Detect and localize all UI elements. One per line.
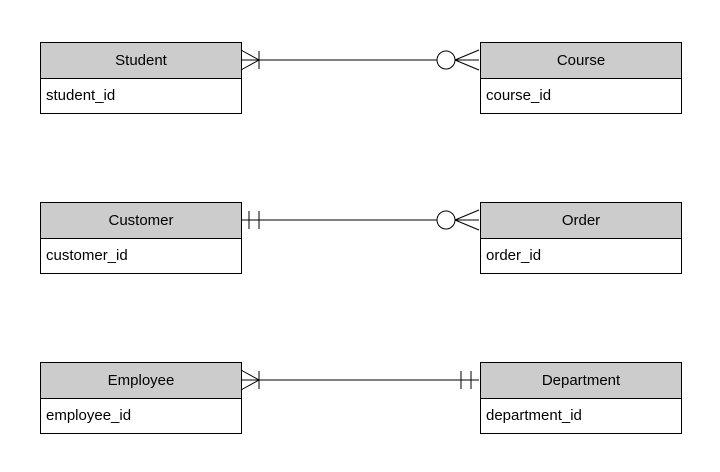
entity-department-attribute: department_id (481, 399, 681, 433)
one-and-only-one-marker (248, 211, 260, 229)
entity-order: Order order_id (480, 202, 682, 274)
entity-customer: Customer customer_id (40, 202, 242, 274)
entity-student-name: Student (41, 43, 241, 79)
relationship-student-course (240, 49, 480, 71)
entity-customer-name: Customer (41, 203, 241, 239)
entity-course-name: Course (481, 43, 681, 79)
crows-foot-zero-or-many-marker (436, 49, 480, 71)
entity-course: Course course_id (480, 42, 682, 114)
entity-employee-attribute: employee_id (41, 399, 241, 433)
entity-student: Student student_id (40, 42, 242, 114)
entity-student-attribute: student_id (41, 79, 241, 113)
one-and-only-one-marker (460, 371, 472, 389)
entity-employee-name: Employee (41, 363, 241, 399)
crows-foot-zero-or-many-marker (436, 209, 480, 231)
entity-employee: Employee employee_id (40, 362, 242, 434)
entity-customer-attribute: customer_id (41, 239, 241, 273)
entity-course-attribute: course_id (481, 79, 681, 113)
entity-department-name: Department (481, 363, 681, 399)
crows-foot-one-or-many-marker (240, 49, 260, 71)
entity-department: Department department_id (480, 362, 682, 434)
entity-order-attribute: order_id (481, 239, 681, 273)
relationship-employee-department (240, 369, 479, 391)
relationship-customer-order (241, 209, 480, 231)
crows-foot-one-or-many-marker (240, 369, 260, 391)
entity-order-name: Order (481, 203, 681, 239)
